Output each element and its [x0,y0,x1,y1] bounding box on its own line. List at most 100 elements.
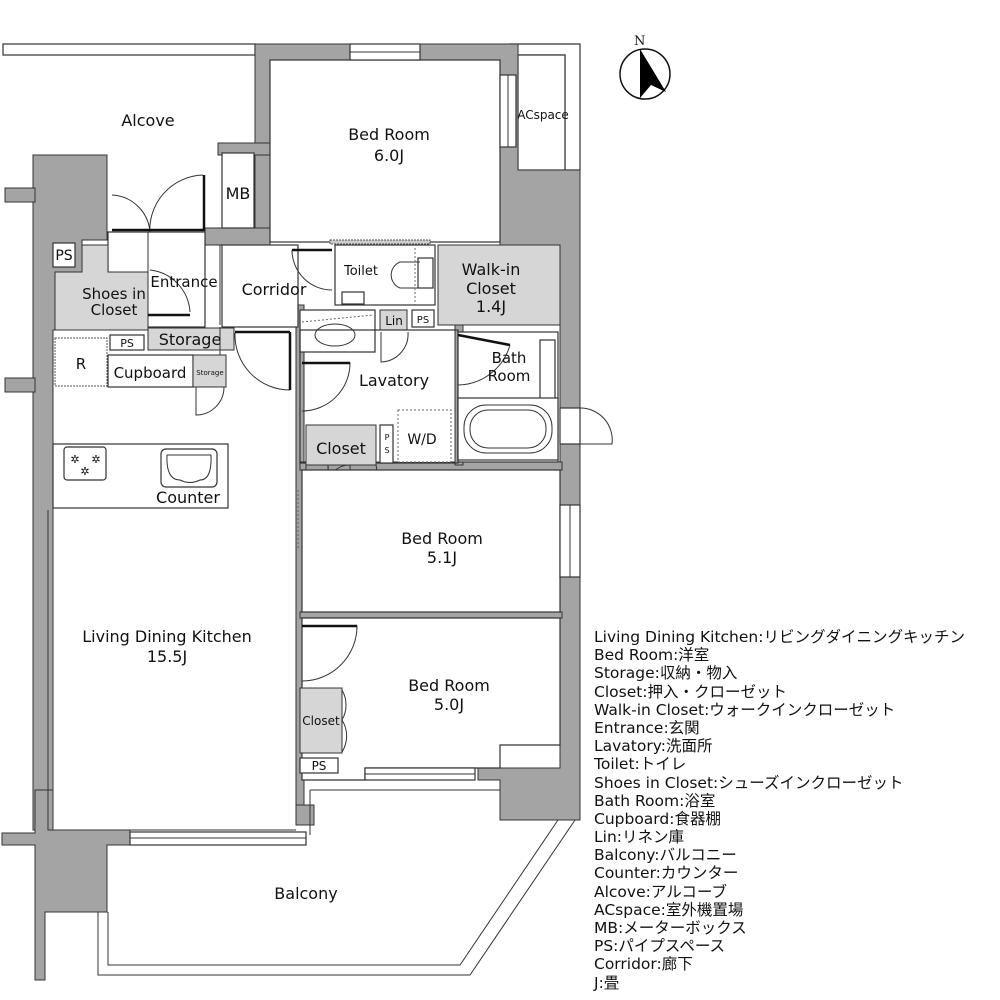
mb-box [221,152,255,229]
label-cupboard: Cupboard [114,364,187,382]
legend-item: Toilet:トイレ [594,755,687,774]
storage-main [147,327,235,351]
legend-item: Counter:カウンター [594,864,739,883]
label-lavatory: Lavatory [359,371,429,390]
window-bath [559,407,581,445]
label-lin: Lin [385,314,403,328]
label-ps-entry: PS [55,248,72,264]
wall-stub-2 [4,377,36,393]
legend-item: Bed Room:洋室 [594,646,710,665]
label-bath-1: Bath [492,349,527,367]
legend-item: Cupboard:食器棚 [594,809,721,828]
label-bedroom-south-size: 5.0J [434,695,464,714]
service-door[interactable] [579,407,613,445]
cupboard [107,354,194,388]
label-ps-wd-2: S [384,446,389,455]
ps-entry [52,242,76,268]
legend-item: Alcove:アルコーブ [594,882,727,901]
label-closet-mid: Closet [316,439,366,458]
legend-item: Storage:収納・物入 [594,664,738,683]
svg-text:✲: ✲ [91,453,100,466]
label-corridor: Corridor [242,280,307,299]
legend-item: Lin:リネン庫 [594,828,684,847]
corridor [221,244,299,328]
label-storage-main: Storage [159,330,222,349]
legend-item: PS:パイプスペース [594,937,726,956]
lavatory-door[interactable] [301,362,351,412]
vanity [299,309,376,353]
entry-door-right[interactable] [149,174,204,236]
label-alcove: Alcove [121,111,174,130]
bedroom-south-door[interactable] [301,625,358,682]
label-toilet: Toilet [343,264,378,279]
ldk-door[interactable] [234,332,291,391]
label-ps-south: PS [312,759,327,773]
legend-item: Corridor:廊下 [594,955,693,974]
ps-lav [411,309,435,328]
label-ldk: Living Dining Kitchen [82,627,252,646]
sink-icon [160,448,218,488]
legend-item: MB:メーターボックス [594,919,747,937]
legend-item: Shoes in Closet:シューズインクローゼット [594,773,904,792]
mb-wall-bottom [204,227,271,246]
ps-south [299,757,339,774]
walkin-closet [437,244,561,326]
closet-south [299,687,343,754]
label-acspace: ACspace [517,108,569,122]
partition-bedrooms [299,611,563,619]
svg-text:✲: ✲ [70,453,79,466]
legend-item: Balcony:バルコニー [594,846,737,865]
north-compass-icon: N [619,34,671,100]
label-walkin-1: Walk-in [462,260,521,279]
label-bedroom-south: Bed Room [408,676,490,695]
label-wd: W/D [407,432,436,448]
fridge-space [54,337,108,387]
partition-stub [295,804,315,826]
legend-item: Closet:押入・クローゼット [594,682,788,701]
svg-text:N: N [634,34,645,49]
wall-stub-1 [4,187,36,203]
legend: Living Dining Kitchen:リビングダイニングキッチン Bed … [594,628,965,992]
label-ps-kitchen: PS [120,337,134,350]
label-bedroom-mid-size: 5.1J [427,548,457,567]
bathtub [463,404,553,454]
closet-mid [305,424,377,466]
legend-item: Lavatory:洗面所 [594,737,713,756]
label-counter: Counter [156,488,220,507]
alcove-railing [2,43,256,56]
legend-item: Entrance:玄関 [594,718,700,737]
label-entrance: Entrance [150,273,217,291]
ldk [47,510,296,831]
stove-icon [63,446,107,481]
label-storage-small: Storage [196,369,223,377]
label-fridge: R [76,355,86,373]
legend-item: Bath Room:浴室 [594,791,716,810]
bedroom-north-closet-door[interactable] [329,239,431,245]
washer-dryer [397,409,452,463]
label-bedroom-mid: Bed Room [401,529,483,548]
bedroom-north-door[interactable] [291,249,333,291]
label-mb: MB [226,184,251,203]
label-ldk-size: 15.5J [147,647,187,666]
label-shoes-closet-1: Shoes in [82,285,146,303]
storage-small [192,354,227,388]
bedroom-south [301,617,561,781]
label-walkin-2: Closet [466,279,516,298]
label-closet-south: Closet [302,714,340,728]
label-ps-wd-1: P [385,433,390,442]
acspace-area [517,54,566,171]
legend-item: ACspace:室外機置場 [594,900,744,919]
label-shoes-closet-2: Closet [91,301,138,319]
legend-item: Living Dining Kitchen:リビングダイニングキッチン [594,628,965,646]
bedroom-north [269,59,501,243]
label-bedroom-north: Bed Room [348,125,430,144]
label-bedroom-north-size: 6.0J [374,146,404,165]
ps-kitchen [109,334,145,351]
balcony-inner [107,819,559,966]
label-balcony: Balcony [274,884,337,903]
svg-text:✲: ✲ [80,465,89,478]
label-bath-2: Room [488,367,531,385]
southwest-wall [1,789,131,981]
legend-item: Walk-in Closet:ウォークインクローゼット [594,700,896,719]
